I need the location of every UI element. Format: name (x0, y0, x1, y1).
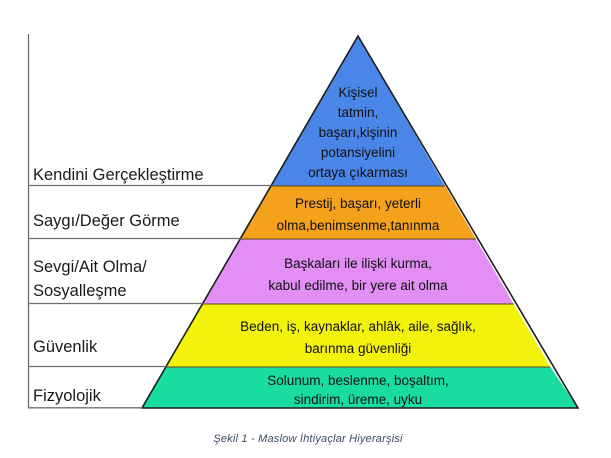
tier-description-level4-line1: Prestij, başarı, yeterli (295, 196, 421, 211)
tier-description-level1-line1: Solunum, beslenme, boşaltım, (267, 373, 449, 388)
tier-label-safety: Güvenlik (33, 338, 98, 356)
pyramid-outline (140, 34, 580, 409)
pyramid-band-level1 (142, 367, 578, 408)
tier-description-level5-line2: tatmin, (338, 105, 379, 120)
tier-description-level5-line4: potansiyelini (321, 145, 395, 160)
pyramid-band-level3 (202, 239, 514, 304)
tier-description-level5-line3: başarı,kişinin (319, 125, 398, 140)
pyramid-band-level4 (240, 186, 476, 239)
tier-description-level1-line2: sindirim, üreme, uyku (294, 392, 422, 407)
tier-description-level2-line2: barınma güvenliği (305, 341, 412, 356)
tier-label-love-belonging-line1: Sevgi/Ait Olma/ (33, 258, 147, 276)
pyramid-band-level5 (270, 36, 446, 186)
figure-caption: Şekil 1 - Maslow İhtiyaçlar Hiyerarşisi (213, 433, 403, 445)
tier-description-level5-line5: ortaya çıkarması (308, 165, 408, 180)
tier-description-level5-line1: Kişisel (338, 85, 377, 100)
tier-description-level3-line2: kabul edilme, bir yere ait olma (268, 278, 448, 293)
tier-label-self-actualization: Kendini Gerçekleştirme (33, 166, 204, 184)
pyramid-band-level2 (165, 304, 551, 367)
tier-label-esteem: Saygı/Değer Görme (33, 212, 180, 230)
tier-label-love-belonging-line2: Sosyalleşme (33, 282, 127, 300)
tier-description-level4-line2: olma,benimsenme,tanınma (277, 218, 440, 233)
tier-description-level2-line1: Beden, iş, kaynaklar, ahlâk, aile, sağlı… (240, 319, 476, 334)
tier-label-physiological: Fizyolojik (33, 387, 102, 405)
tier-description-level3-line1: Başkaları ile ilişki kurma, (284, 256, 432, 271)
